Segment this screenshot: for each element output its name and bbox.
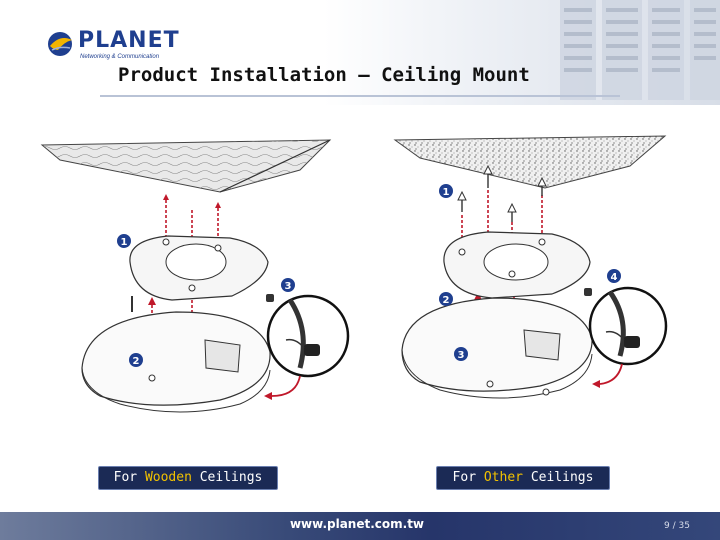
step-badge-1: 1 <box>117 234 131 248</box>
footer-bar <box>0 512 720 540</box>
other-ceiling-diagram: 1 2 3 4 <box>393 135 668 399</box>
planet-logo: PLANET Networking & Communication <box>46 28 179 66</box>
page-number: 9 / 35 <box>664 521 690 531</box>
zoom-inset-right <box>588 286 668 366</box>
access-point-device <box>401 297 593 392</box>
brand-name: PLANET <box>78 28 180 53</box>
step-number: 3 <box>458 350 465 361</box>
caption-wooden-ceilings: For Wooden Ceilings <box>98 466 278 490</box>
step-badge-3: 3 <box>281 278 295 292</box>
step-number: 1 <box>121 237 128 248</box>
step-badge-1: 1 <box>439 184 453 198</box>
caption-highlight: Wooden <box>144 470 192 485</box>
step-badge-3: 3 <box>454 347 468 361</box>
header-background <box>0 0 720 105</box>
website-url: www.planet.com.tw <box>289 517 425 531</box>
caption-prefix: For <box>113 470 145 485</box>
installation-illustration: 1 2 3 <box>40 135 668 413</box>
caption-other-ceilings: For Other Ceilings <box>436 466 610 490</box>
step-badge-4: 4 <box>607 269 621 283</box>
step-number: 3 <box>285 281 292 292</box>
caption-suffix: Ceilings <box>523 470 594 485</box>
step-badge-2: 2 <box>129 353 143 367</box>
step-number: 1 <box>443 187 450 198</box>
step-number: 2 <box>133 356 140 367</box>
page-title: Product Installation – Ceiling Mount <box>118 64 530 86</box>
access-point-device <box>81 311 271 406</box>
wooden-ceiling-diagram: 1 2 3 <box>40 139 350 413</box>
caption-suffix: Ceilings <box>191 470 263 485</box>
step-number: 4 <box>611 272 618 283</box>
step-number: 2 <box>443 295 450 306</box>
caption-highlight: Other <box>483 470 523 485</box>
server-rack-decoration <box>560 0 720 100</box>
brand-tagline: Networking & Communication <box>80 54 160 60</box>
footer-url: www.planet.com.tw <box>0 517 720 531</box>
step-badge-2: 2 <box>439 292 453 306</box>
globe-icon <box>48 32 72 56</box>
title-divider <box>100 95 620 97</box>
caption-prefix: For <box>452 470 484 485</box>
